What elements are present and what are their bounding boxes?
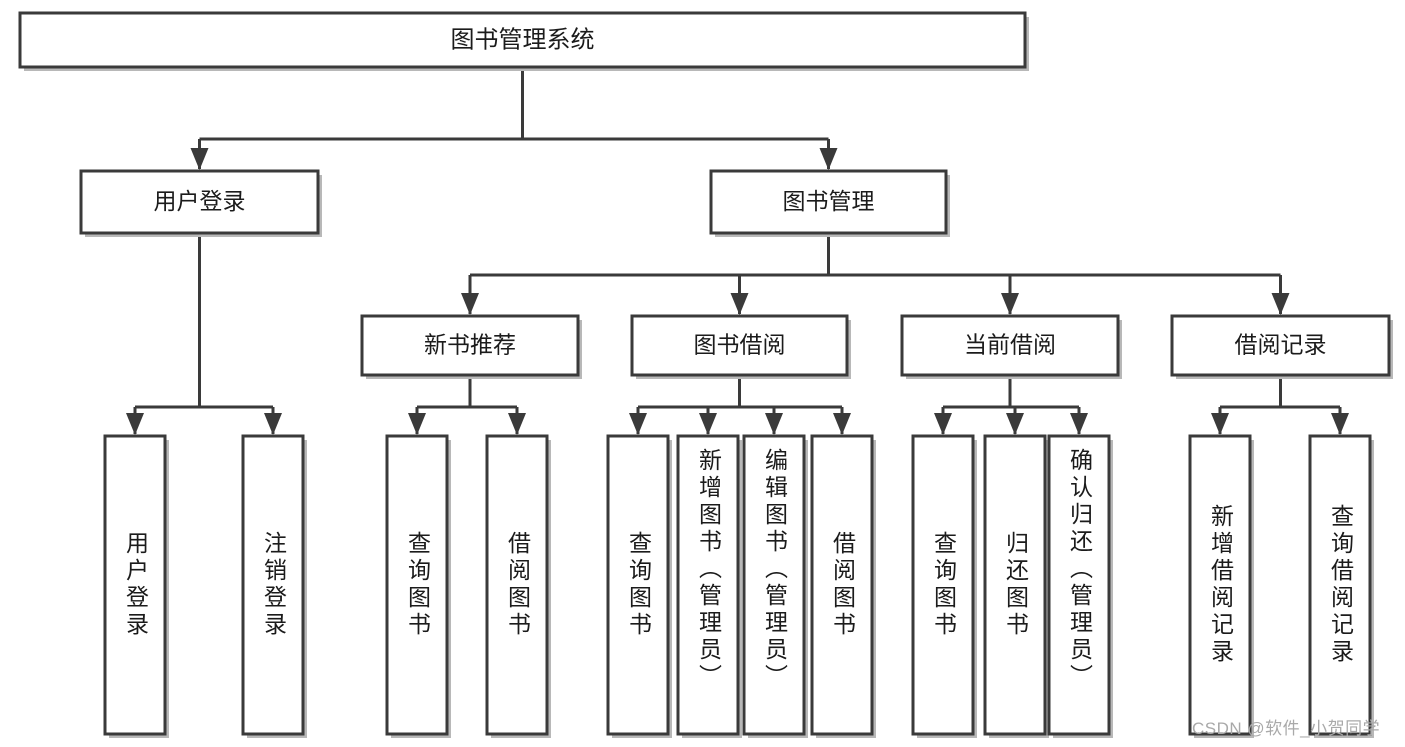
node-box-leaf-borrow-book-recommend[interactable] bbox=[485, 434, 549, 736]
arrow-head-icon-leaf-query-borrow-record bbox=[1331, 413, 1349, 435]
node-label-root: 图书管理系统 bbox=[451, 26, 595, 53]
node-box-new-book-recommend[interactable] bbox=[360, 314, 580, 377]
arrow-head-icon-leaf-add-borrow-record bbox=[1211, 413, 1229, 435]
node-box-user-login[interactable] bbox=[79, 169, 320, 235]
node-box-current-borrow[interactable] bbox=[900, 314, 1120, 377]
watermark-text: CSDN @软件_小贺同学 bbox=[1192, 719, 1381, 738]
node-box-leaf-query-borrow-record[interactable] bbox=[1308, 434, 1372, 736]
arrow-head-icon-leaf-query-book-borrow bbox=[629, 413, 647, 435]
arrow-head-icon-leaf-logout bbox=[264, 413, 282, 435]
arrow-head-icon-current-borrow bbox=[1001, 293, 1019, 315]
node-label-borrow-record: 借阅记录 bbox=[1235, 332, 1327, 358]
node-box-book-manage[interactable] bbox=[709, 169, 948, 235]
arrow-head-icon-leaf-query-book-recommend bbox=[408, 413, 426, 435]
node-box-root[interactable] bbox=[18, 11, 1027, 69]
arrow-head-icon-leaf-user-login bbox=[126, 413, 144, 435]
node-box-leaf-borrow-book[interactable] bbox=[810, 434, 874, 736]
node-box-leaf-return-book[interactable] bbox=[983, 434, 1047, 736]
node-label-user-login: 用户登录 bbox=[154, 188, 246, 214]
arrow-head-icon-book-manage bbox=[819, 148, 838, 170]
node-label-current-borrow: 当前借阅 bbox=[964, 332, 1056, 358]
arrow-head-icon-book-borrow bbox=[730, 293, 749, 315]
arrow-head-icon-borrow-record bbox=[1271, 293, 1290, 315]
node-box-layer bbox=[18, 11, 1393, 738]
node-label-new-book-recommend: 新书推荐 bbox=[424, 332, 516, 358]
arrow-head-icon-leaf-borrow-book bbox=[833, 413, 851, 435]
arrow-head-icon-leaf-confirm-return-admin bbox=[1070, 413, 1088, 435]
node-label-book-manage: 图书管理 bbox=[783, 188, 875, 214]
node-box-leaf-edit-book-admin[interactable] bbox=[742, 434, 806, 736]
node-box-leaf-logout[interactable] bbox=[241, 434, 305, 736]
node-label-book-borrow: 图书借阅 bbox=[694, 332, 786, 358]
node-box-leaf-user-login[interactable] bbox=[103, 434, 167, 736]
node-box-leaf-add-book-admin[interactable] bbox=[676, 434, 740, 736]
node-box-borrow-record[interactable] bbox=[1170, 314, 1391, 377]
node-box-leaf-add-borrow-record[interactable] bbox=[1188, 434, 1252, 736]
node-box-book-borrow[interactable] bbox=[630, 314, 849, 377]
node-box-leaf-query-book-recommend[interactable] bbox=[385, 434, 449, 736]
arrow-head-icon-leaf-borrow-book-recommend bbox=[508, 413, 526, 435]
node-box-leaf-query-book-borrow[interactable] bbox=[606, 434, 670, 736]
arrow-head-icon-user-login bbox=[190, 148, 209, 170]
arrow-head-icon-new-book-recommend bbox=[461, 293, 479, 315]
arrow-head-icon-leaf-return-book bbox=[1006, 413, 1024, 435]
node-box-leaf-confirm-return-admin[interactable] bbox=[1047, 434, 1111, 736]
arrow-head-icon-leaf-add-book-admin bbox=[699, 413, 717, 435]
connector-layer bbox=[126, 67, 1349, 435]
arrow-head-icon-leaf-edit-book-admin bbox=[765, 413, 783, 435]
node-box-leaf-query-book-current[interactable] bbox=[911, 434, 975, 736]
arrow-head-icon-leaf-query-book-current bbox=[934, 413, 952, 435]
